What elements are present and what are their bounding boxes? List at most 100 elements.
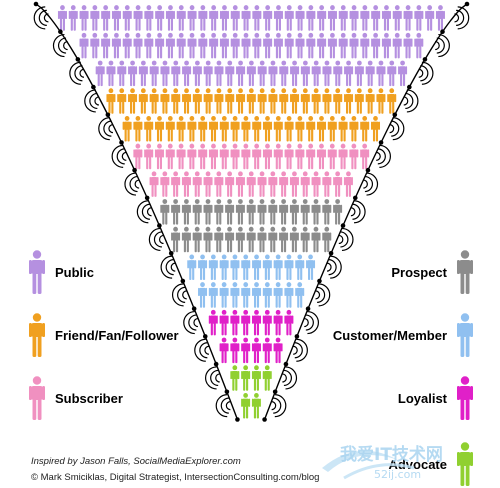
funnel-person-icon	[208, 143, 218, 170]
funnel-person-icon	[300, 88, 310, 114]
funnel-person-icon	[241, 365, 251, 391]
funnel-person-icon	[165, 5, 175, 31]
funnel-person-icon	[155, 5, 165, 31]
funnel-person-icon	[414, 32, 424, 59]
legend-friend-fan-follower: Friend/Fan/Follower	[29, 313, 179, 357]
funnel-node-dot	[407, 84, 412, 90]
funnel-person-icon	[263, 32, 273, 59]
funnel-person-icon	[230, 115, 240, 142]
funnel-node-dot	[191, 306, 197, 312]
funnel-person-icon	[165, 143, 175, 170]
funnel-person-icon	[241, 32, 251, 59]
funnel-outline	[33, 1, 470, 422]
funnel-node-dot	[144, 195, 150, 201]
funnel-person-icon	[295, 32, 305, 59]
funnel-person-icon	[317, 5, 327, 31]
funnel-tier-advocate	[230, 365, 272, 419]
signal-wave-icon	[172, 283, 187, 307]
funnel-person-icon	[171, 88, 181, 114]
funnel-person-icon	[252, 115, 262, 142]
funnel-person-icon	[371, 5, 381, 31]
funnel-person-icon	[230, 254, 240, 280]
funnel-person-icon	[57, 5, 67, 31]
watermark-logo: 我爱IT技术网 52ij.com	[322, 444, 443, 481]
legend-advocate-label: Advocate	[388, 456, 447, 472]
funnel-person-icon	[241, 337, 251, 364]
funnel-person-icon	[435, 5, 445, 31]
signal-wave-icon	[293, 338, 308, 362]
signal-wave-icon	[389, 117, 405, 141]
funnel-person-icon	[241, 282, 251, 308]
signal-wave-icon	[435, 33, 450, 58]
funnel-node-dot	[392, 112, 398, 118]
funnel-person-icon	[90, 5, 100, 31]
funnel-person-icon	[122, 115, 132, 142]
funnel-person-icon	[192, 171, 202, 197]
funnel-person-icon	[333, 171, 343, 197]
funnel-person-icon	[295, 143, 305, 170]
funnel-person-icon	[144, 115, 154, 142]
funnel-person-icon	[392, 32, 402, 59]
funnel-person-icon	[360, 5, 370, 31]
funnel-person-icon	[317, 115, 327, 142]
funnel-person-icon	[381, 5, 391, 31]
funnel-person-icon	[198, 115, 208, 142]
funnel-tier-friend	[106, 88, 397, 142]
funnel-person-icon	[68, 5, 78, 31]
funnel-person-icon	[284, 32, 294, 59]
funnel-person-icon	[268, 60, 278, 87]
funnel-person-icon	[306, 5, 316, 31]
funnel-node-dot	[317, 278, 322, 284]
funnel-person-icon	[117, 88, 127, 114]
funnel-person-icon	[257, 88, 267, 114]
funnel-person-icon	[262, 337, 272, 364]
funnel-person-icon	[360, 32, 370, 59]
funnel-node-dot	[464, 1, 470, 7]
funnel-person-icon	[230, 337, 240, 364]
funnel-person-icon	[225, 226, 235, 253]
funnel-person-icon	[414, 5, 424, 31]
funnel-person-icon	[279, 171, 289, 197]
funnel-person-icon	[273, 254, 283, 280]
funnel-person-icon	[111, 32, 121, 59]
funnel-node-dot	[91, 84, 96, 90]
credit-inspired: Inspired by Jason Falls, SocialMediaExpl…	[31, 456, 241, 467]
funnel-person-icon	[155, 115, 165, 142]
funnel-person-icon	[311, 171, 321, 197]
funnel-person-icon	[235, 171, 245, 197]
signal-wave-icon	[84, 89, 100, 113]
funnel-node-dot	[157, 223, 162, 228]
funnel-person-icon	[343, 171, 353, 197]
funnel-person-icon	[203, 60, 213, 87]
funnel-node-dot	[202, 334, 208, 339]
funnel-person-icon	[354, 88, 364, 114]
funnel-person-icon	[338, 32, 348, 59]
funnel-node-dot	[262, 417, 267, 422]
funnel-person-icon	[338, 5, 348, 31]
funnel-person-icon	[192, 88, 202, 114]
funnel-person-icon	[236, 60, 246, 87]
funnel-person-icon	[403, 5, 413, 31]
funnel-person-icon	[187, 115, 197, 142]
funnel-person-icon	[257, 60, 267, 87]
funnel-node-dot	[378, 140, 384, 145]
funnel-person-icon	[246, 226, 256, 253]
funnel-node-dot	[422, 57, 428, 62]
funnel-person-icon	[149, 88, 159, 114]
funnel-node-dot	[294, 334, 300, 339]
funnel-person-icon	[262, 309, 272, 336]
funnel-person-icon	[327, 115, 337, 142]
funnel-node-dot	[340, 223, 346, 228]
funnel-person-icon	[252, 254, 262, 280]
signal-wave-icon	[315, 283, 331, 307]
funnel-person-icon	[311, 88, 321, 114]
funnel-person-icon	[295, 5, 305, 31]
funnel-node-dot	[224, 389, 230, 395]
funnel-person-icon	[246, 60, 256, 87]
legend-advocate: Advocate	[388, 442, 473, 486]
signal-wave-icon	[33, 6, 49, 30]
funnel-person-icon	[235, 199, 245, 225]
funnel-person-icon	[241, 309, 251, 336]
funnel-person-icon	[165, 32, 175, 59]
